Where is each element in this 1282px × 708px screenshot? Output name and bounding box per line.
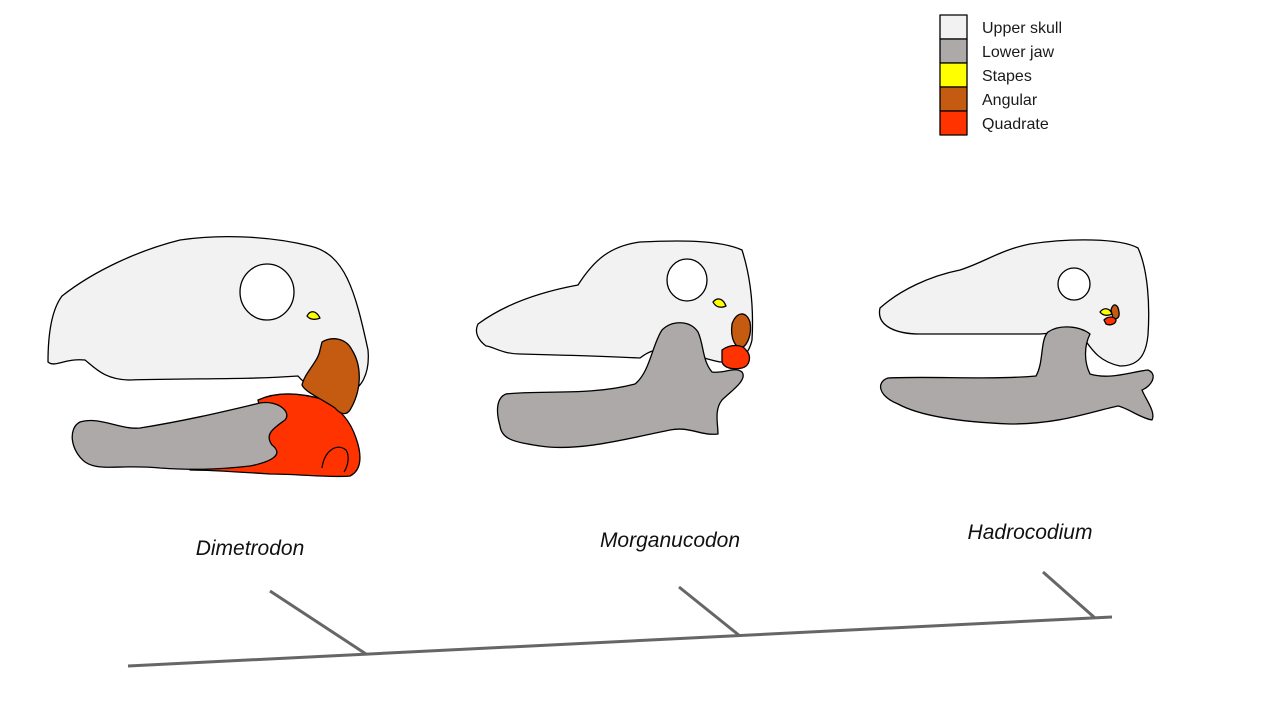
cladogram-trunk — [127, 615, 1113, 668]
dimetrodon-angular — [301, 338, 360, 415]
legend: Upper skull Lower jaw Stapes Angular Qua… — [939, 14, 1062, 136]
legend-item-stapes: Stapes — [939, 62, 1032, 88]
dimetrodon-stapes — [306, 311, 321, 320]
legend-label-stapes: Stapes — [982, 68, 1032, 85]
species-label-hadrocodium: Hadrocodium — [968, 521, 1093, 544]
hadrocodium-quadrate — [1103, 316, 1117, 326]
legend-label-quadrate: Quadrate — [982, 116, 1049, 133]
legend-label-upper-skull: Upper skull — [982, 20, 1062, 37]
morganucodon-angular — [730, 313, 752, 349]
dimetrodon-quadrate-notch — [321, 446, 349, 473]
cladogram — [127, 570, 1113, 668]
dimetrodon-lower-jaw — [71, 401, 288, 470]
hadrocodium-skull — [878, 239, 1154, 425]
legend-swatch-stapes — [939, 62, 968, 88]
legend-item-upper-skull: Upper skull — [939, 14, 1062, 40]
hadrocodium-orbit — [1057, 267, 1091, 301]
legend-item-lower-jaw: Lower jaw — [939, 38, 1054, 64]
legend-swatch-quadrate — [939, 110, 968, 136]
legend-item-quadrate: Quadrate — [939, 110, 1049, 136]
legend-swatch-upper-skull — [939, 14, 968, 40]
morganucodon-quadrate — [721, 344, 751, 370]
hadrocodium-upper-skull — [878, 239, 1150, 367]
legend-label-angular: Angular — [982, 92, 1038, 109]
cladogram-branch-hadrocodium — [1042, 570, 1096, 620]
cladogram-branch-morganucodon — [678, 585, 741, 638]
legend-item-angular: Angular — [939, 86, 1038, 112]
dimetrodon-skull — [47, 236, 369, 478]
legend-swatch-lower-jaw — [939, 38, 968, 64]
hadrocodium-lower-jaw — [879, 326, 1154, 425]
morganucodon-skull — [475, 240, 754, 449]
legend-swatch-angular — [939, 86, 968, 112]
morganucodon-orbit — [666, 258, 708, 302]
morganucodon-lower-jaw — [496, 322, 744, 449]
dimetrodon-orbit — [239, 263, 295, 321]
morganucodon-upper-skull — [475, 240, 754, 363]
cladogram-branch-dimetrodon — [269, 589, 367, 656]
legend-label-lower-jaw: Lower jaw — [982, 44, 1054, 61]
species-label-dimetrodon: Dimetrodon — [196, 537, 305, 560]
species-label-morganucodon: Morganucodon — [600, 529, 740, 552]
morganucodon-stapes — [712, 298, 727, 308]
